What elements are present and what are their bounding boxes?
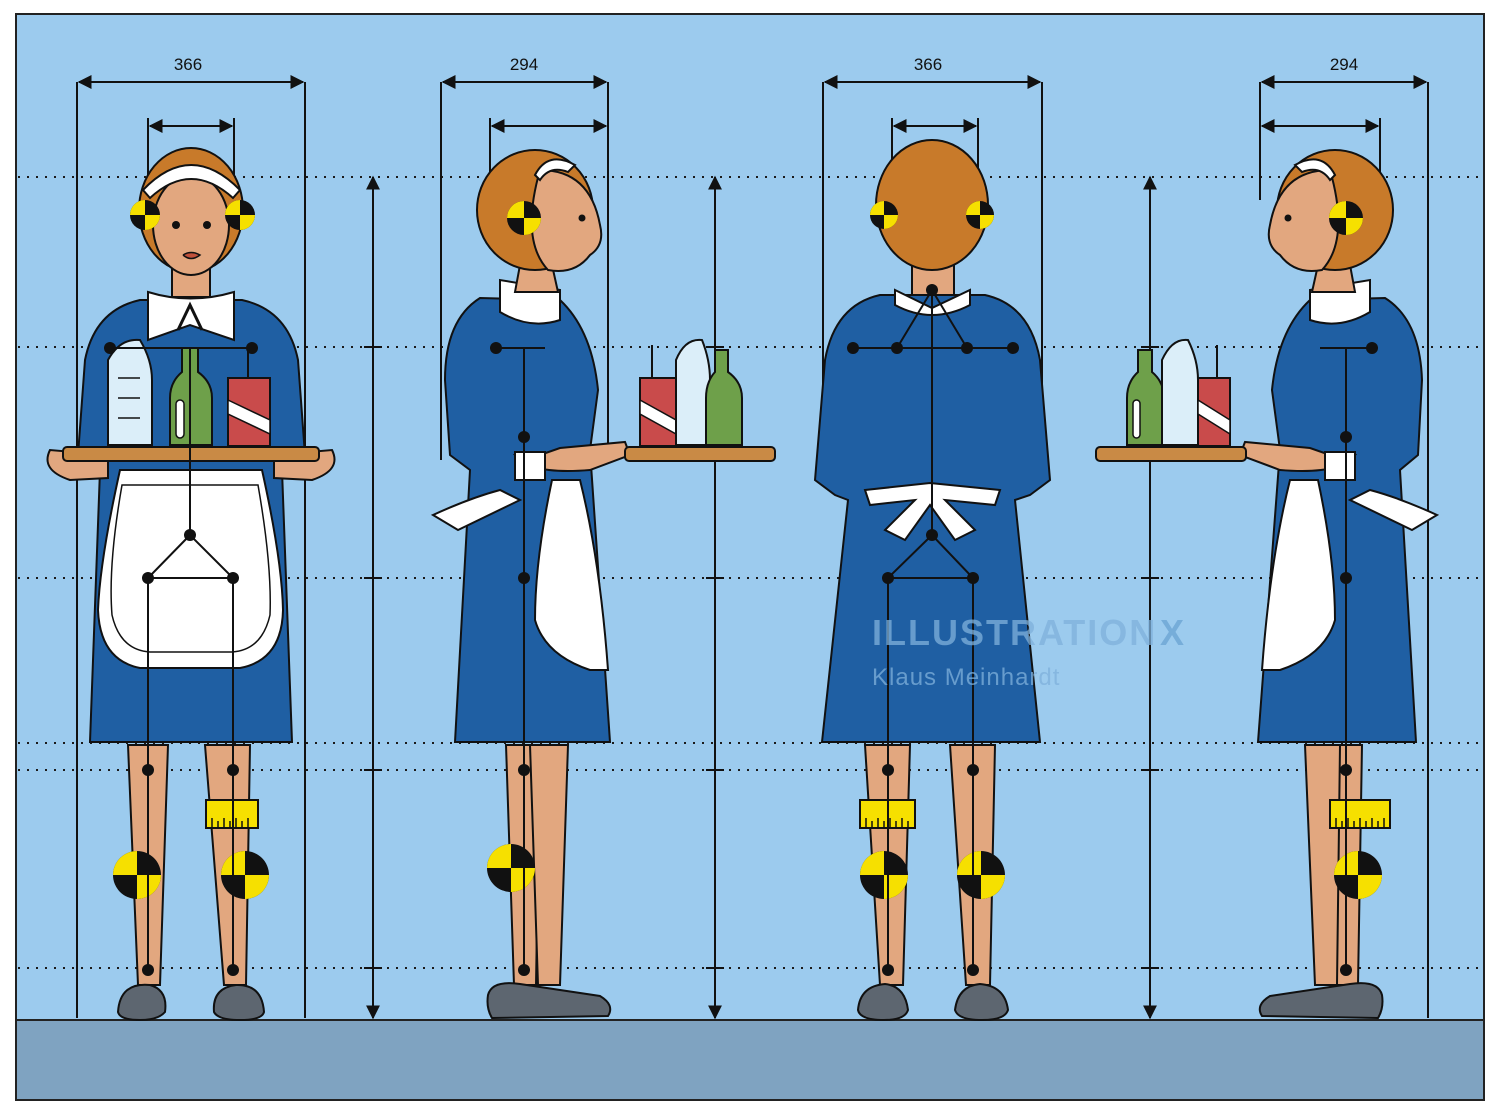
width-label-front: 366	[174, 55, 202, 74]
watermark-artist: Klaus Meinhardt	[872, 664, 1060, 691]
watermark-brand: ILLUSTRATION	[872, 612, 1157, 653]
figure-back-view: 366	[813, 55, 1052, 1022]
floor	[15, 1019, 1485, 1101]
watermark: ILLUSTRATION X Klaus Meinhardt	[872, 612, 1186, 691]
height-scale-1	[364, 175, 382, 1020]
height-scale-3	[1141, 175, 1159, 1020]
figure-side-view-left: 294	[1095, 55, 1440, 1020]
height-scale-2	[706, 175, 724, 1020]
width-label-side-right: 294	[510, 55, 538, 74]
width-label-back: 366	[914, 55, 942, 74]
watermark-brand-mark: X	[1160, 612, 1186, 653]
figure-front-view: 366	[46, 55, 336, 1022]
width-label-side-left: 294	[1330, 55, 1358, 74]
figure-side-view-right: 294	[430, 55, 776, 1020]
